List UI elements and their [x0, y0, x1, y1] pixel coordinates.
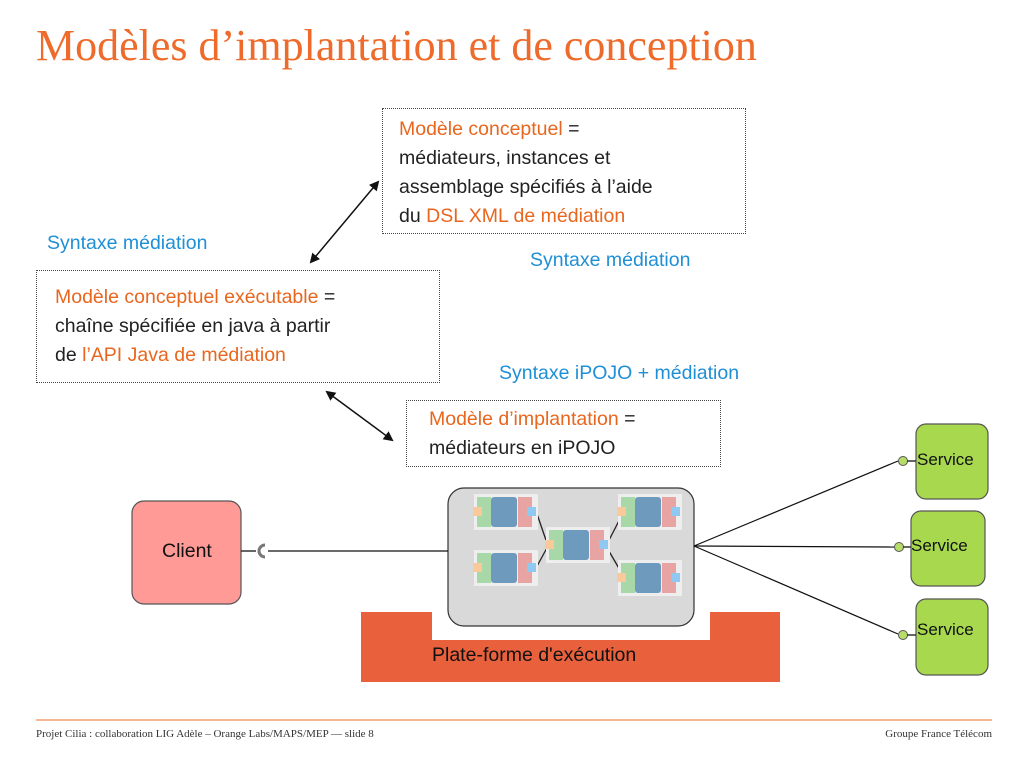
client-box	[131, 500, 242, 605]
equals-sign: =	[562, 118, 580, 140]
mediator-component	[473, 494, 538, 530]
service-link	[693, 545, 896, 548]
conceptual-model-text: du	[399, 205, 427, 227]
service-box	[915, 598, 989, 676]
service-port-icon	[898, 456, 908, 466]
double-arrow-top	[309, 180, 380, 264]
platform-label: Plate-forme d'exécution	[432, 644, 637, 666]
conceptual-model-text: assemblage spécifiés à l’aide	[399, 176, 653, 198]
footer-project: Projet Cilia : collaboration LIG Adèle –…	[36, 728, 374, 740]
conceptual-model-text: médiateurs, instances et	[399, 147, 611, 169]
platform-base	[361, 612, 780, 682]
double-arrow-bottom	[325, 390, 394, 442]
service-label: Service	[911, 536, 968, 555]
syntax-mediation-label-right: Syntaxe médiation	[530, 249, 691, 271]
service-box	[910, 510, 986, 587]
syntax-ipojo-label: Syntaxe iPOJO + médiation	[499, 362, 740, 384]
implementation-model-text: médiateurs en iPOJO	[429, 437, 616, 459]
mediator-component	[617, 494, 682, 530]
executable-model-box: Modèle conceptuel exécutable = chaîne sp…	[36, 270, 440, 383]
executable-model-text: chaîne spécifiée en java à partir	[55, 315, 331, 337]
mediator-component	[617, 560, 682, 596]
java-api-highlight: l’API Java de médiation	[82, 344, 286, 366]
executable-model-text: de	[55, 344, 83, 366]
slide-title: Modèles d’implantation et de conception	[36, 21, 757, 70]
client-socket-icon	[257, 543, 266, 559]
equals-sign: =	[618, 408, 636, 430]
implementation-model-heading: Modèle d’implantation	[429, 408, 619, 430]
client-label: Client	[162, 540, 212, 562]
conceptual-model-box: Modèle conceptuel = médiateurs, instance…	[382, 108, 746, 234]
executable-model-heading: Modèle conceptuel exécutable	[55, 286, 319, 308]
dsl-xml-highlight: DSL XML de médiation	[426, 205, 626, 227]
mediator-component	[473, 550, 538, 586]
service-label: Service	[917, 450, 974, 469]
service-port-icon	[894, 542, 904, 552]
service-link	[693, 460, 899, 547]
mediator-component	[545, 527, 610, 563]
implementation-model-box: Modèle d’implantation = médiateurs en iP…	[406, 400, 721, 467]
conceptual-model-heading: Modèle conceptuel	[399, 118, 563, 140]
equals-sign: =	[318, 286, 336, 308]
service-label: Service	[917, 620, 974, 639]
service-link	[693, 545, 899, 635]
syntax-mediation-label-left: Syntaxe médiation	[47, 232, 208, 254]
service-port-icon	[898, 630, 908, 640]
footer-company: Groupe France Télécom	[885, 728, 992, 740]
